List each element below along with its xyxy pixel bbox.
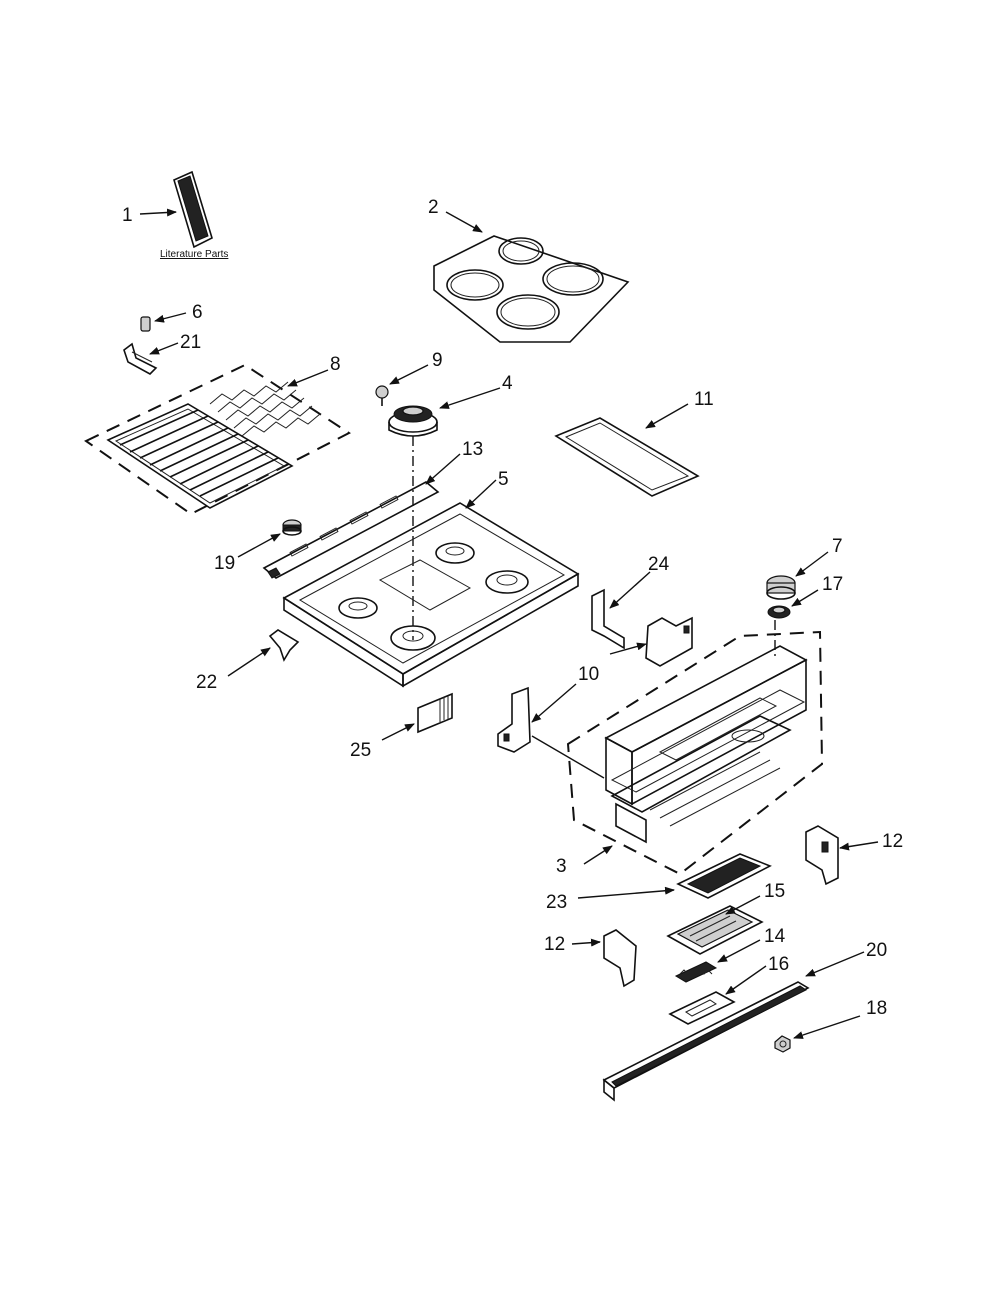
callout-22: 22 (196, 672, 217, 693)
callout-12-left: 12 (544, 934, 565, 955)
part-13-bracket: 13 (262, 439, 483, 579)
callout-9: 9 (432, 350, 443, 371)
part-21-clip: 21 (123, 332, 201, 375)
callout-24: 24 (648, 554, 670, 575)
part-15-control-board: 15 (666, 881, 785, 955)
callout-10: 10 (578, 664, 599, 685)
part-19-grommet: 19 (214, 519, 302, 574)
part-22-clip: 22 (196, 629, 300, 693)
part-2-cooktop-template: 2 (428, 197, 630, 343)
part-11-gasket: 11 (554, 389, 714, 497)
part-12-bracket-right: 12 (805, 825, 903, 886)
part-8-grate-assembly: 8 (84, 354, 351, 516)
callout-4: 4 (502, 373, 513, 394)
part-25-label: 25 (350, 692, 453, 761)
callout-11: 11 (694, 389, 714, 410)
callout-3: 3 (556, 856, 567, 877)
part-1-literature: 1 Literature Parts (122, 170, 228, 260)
callout-21: 21 (180, 332, 201, 353)
part-6-screw: 6 (140, 302, 203, 332)
callout-2: 2 (428, 197, 439, 218)
callout-1: 1 (122, 205, 133, 226)
callout-19: 19 (214, 553, 235, 574)
part-20-trim-strip: 20 (602, 940, 887, 1102)
part-16-bracket: 16 (668, 954, 789, 1025)
part-10-bracket-left (497, 686, 531, 753)
part-17-bezel: 17 (767, 574, 843, 619)
part-9-screw: 9 (375, 350, 443, 406)
part-4-burner: 4 (388, 373, 513, 437)
callout-15: 15 (764, 881, 785, 902)
callout-17: 17 (822, 574, 843, 595)
part-18-nut: 18 (774, 998, 887, 1053)
part-3-control-panel: 3 (531, 620, 824, 877)
part-10-bracket-right (645, 616, 693, 667)
callout-16: 16 (768, 954, 789, 975)
callout-7: 7 (832, 536, 843, 557)
callout-25: 25 (350, 740, 371, 761)
literature-parts-caption: Literature Parts (160, 249, 228, 260)
callout-23: 23 (546, 892, 567, 913)
part-23-gasket: 23 (546, 853, 772, 913)
callout-8: 8 (330, 354, 341, 375)
part-5-cooktop: 5 (282, 469, 580, 688)
callout-12-right: 12 (882, 831, 903, 852)
callout-13: 13 (462, 439, 483, 460)
callout-6: 6 (192, 302, 203, 323)
part-7-knob: 7 (766, 536, 843, 600)
callout-20: 20 (866, 940, 887, 961)
part-14-clip: 14 (674, 926, 786, 983)
part-24-bracket: 24 (591, 554, 670, 650)
callout-18: 18 (866, 998, 887, 1019)
callout-14: 14 (764, 926, 786, 947)
part-12-bracket-left: 12 (544, 929, 637, 988)
callout-5: 5 (498, 469, 509, 490)
